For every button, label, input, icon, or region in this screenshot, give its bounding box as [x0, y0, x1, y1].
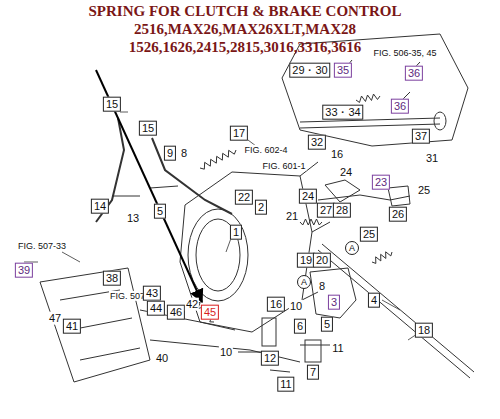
callout-number: 46 [167, 305, 185, 320]
callout-number: 28 [333, 203, 351, 218]
figure-reference: FIG. 601-1 [261, 161, 306, 171]
bell-opening [188, 209, 248, 301]
callout-number: 14 [91, 199, 109, 214]
callout-number: 37 [412, 129, 430, 144]
callout-number: 31 [425, 152, 439, 165]
callout-number: 13 [126, 212, 140, 225]
spring-coil [300, 219, 322, 225]
callout-number: 16 [330, 148, 344, 161]
springs [194, 94, 392, 322]
callout-number: 9 [164, 146, 176, 161]
spring-coil [200, 150, 236, 169]
callout-number: 25 [360, 227, 378, 242]
callout-number: 11 [331, 342, 344, 355]
callout-number: 40 [155, 352, 169, 365]
lever [310, 268, 356, 318]
callout-number: 5 [154, 204, 166, 219]
pointer-arrow [96, 70, 202, 302]
bracket-plate [305, 340, 321, 362]
callout-number: 1 [230, 225, 242, 240]
callout-number: 22 [235, 190, 253, 205]
section-marker: A [345, 241, 359, 255]
callout-number: 8 [180, 147, 188, 160]
callout-number: 42 [185, 298, 199, 311]
highlighted-callout: 23 [372, 175, 390, 190]
shaft [318, 244, 474, 378]
highlighted-callout: 39 [15, 263, 33, 278]
section-marker: A [297, 275, 311, 289]
callout-number: 16 [267, 297, 285, 312]
rod-end [434, 112, 446, 130]
leader-line [24, 112, 420, 340]
callout-number: 10 [289, 300, 303, 313]
highlighted-callout: 3 [328, 295, 340, 310]
bracket [388, 186, 410, 206]
linkage-rod [318, 195, 410, 200]
callout-number: 47 [48, 312, 62, 325]
bracket [325, 180, 360, 202]
figure-reference: FIG. 602-4 [243, 145, 288, 155]
callout-number: 7 [307, 365, 319, 380]
callout-number: 5 [321, 317, 333, 332]
callout-number: 4 [368, 293, 380, 308]
figure-reference: FIG. 506-35, 45 [372, 48, 437, 58]
callout-number: 24 [299, 189, 317, 204]
callout-number: 21 [285, 210, 299, 223]
callout-number: 17 [230, 126, 248, 141]
callout-number: 15 [139, 121, 157, 136]
callout-number: 8 [318, 280, 326, 293]
callout-number: 25 [417, 184, 431, 197]
highlighted-callout: 35 [334, 63, 352, 78]
target-callout: 45 [201, 305, 219, 320]
callout-number: 41 [63, 319, 81, 334]
callout-number: 32 [308, 135, 326, 150]
callout-number: 6 [294, 319, 306, 334]
callout-number: 10 [219, 346, 233, 359]
callout-number: 26 [389, 207, 407, 222]
callout-number: 12 [261, 351, 279, 366]
pedal-link [112, 186, 178, 196]
callout-number: 44 [147, 301, 165, 316]
callout-number: 20 [313, 253, 331, 268]
callout-number: 43 [143, 286, 161, 301]
callout-number: 38 [103, 271, 121, 286]
control-rod [300, 118, 440, 128]
spring-coil [356, 94, 380, 102]
highlighted-callout: 36 [405, 66, 423, 81]
highlighted-callout: 36 [391, 99, 409, 114]
callout-number: 18 [415, 323, 433, 338]
callout-number: 15 [103, 97, 121, 112]
callout-number: 29・30 [289, 63, 330, 78]
callout-number: 11 [277, 377, 294, 392]
callout-number: 2 [255, 200, 267, 215]
spring-coil [372, 252, 392, 264]
figure-reference: FIG. 507-33 [17, 241, 67, 251]
callout-number: 24 [339, 166, 353, 179]
pedal-plate [40, 268, 150, 382]
bracket-plate [262, 318, 276, 346]
pedal-arm [152, 138, 232, 214]
callout-number: 33・34 [322, 105, 363, 120]
